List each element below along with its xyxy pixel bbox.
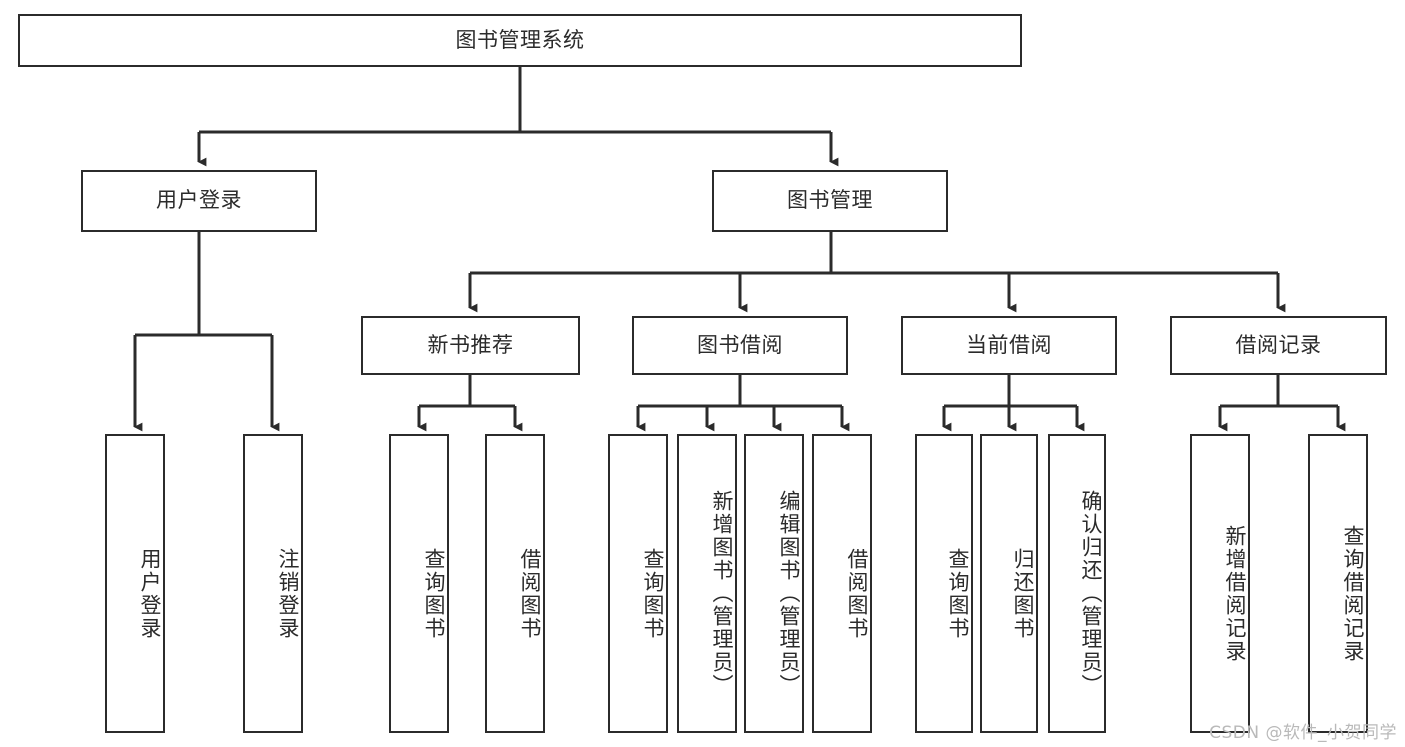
leaf-new-book-query[interactable]: 查询图书 [389, 434, 449, 733]
node-label: 编辑图书（管理员） [777, 490, 801, 697]
node-label: 图书管理系统 [455, 27, 585, 52]
node-new-book-recommend[interactable]: 新书推荐 [361, 316, 580, 375]
node-label: 借阅图书 [845, 547, 869, 640]
node-label: 借阅图书 [518, 547, 542, 640]
node-label: 新增图书（管理员） [710, 490, 734, 697]
leaf-current-borrow-return[interactable]: 归还图书 [980, 434, 1038, 733]
leaf-book-borrow-query[interactable]: 查询图书 [608, 434, 668, 733]
node-label: 新增借阅记录 [1223, 524, 1247, 663]
leaf-book-borrow-add[interactable]: 新增图书（管理员） [677, 434, 737, 733]
leaf-borrow-record-query[interactable]: 查询借阅记录 [1308, 434, 1368, 733]
node-label: 归还图书 [1011, 547, 1035, 640]
leaf-current-borrow-query[interactable]: 查询图书 [915, 434, 973, 733]
leaf-book-borrow-borrow[interactable]: 借阅图书 [812, 434, 872, 733]
node-label: 查询图书 [422, 547, 446, 640]
node-label: 图书管理 [787, 188, 873, 213]
leaf-book-borrow-edit[interactable]: 编辑图书（管理员） [744, 434, 804, 733]
node-label: 用户登录 [138, 547, 162, 640]
leaf-new-book-borrow[interactable]: 借阅图书 [485, 434, 545, 733]
node-label: 查询图书 [946, 547, 970, 640]
leaf-user-login-login[interactable]: 用户登录 [105, 434, 165, 733]
node-user-login[interactable]: 用户登录 [81, 170, 317, 232]
node-root-book-management-system[interactable]: 图书管理系统 [18, 14, 1022, 67]
leaf-current-borrow-confirm-return[interactable]: 确认归还（管理员） [1048, 434, 1106, 733]
csdn-watermark: CSDN @软件_小贺同学 [1209, 723, 1397, 743]
node-borrow-record[interactable]: 借阅记录 [1170, 316, 1387, 375]
leaf-user-login-logout[interactable]: 注销登录 [243, 434, 303, 733]
node-label: 图书借阅 [697, 332, 783, 357]
node-book-management[interactable]: 图书管理 [712, 170, 948, 232]
node-label: 查询借阅记录 [1341, 524, 1365, 663]
node-label: 确认归还（管理员） [1079, 490, 1103, 697]
leaf-borrow-record-add[interactable]: 新增借阅记录 [1190, 434, 1250, 733]
node-label: 借阅记录 [1235, 332, 1322, 357]
node-label: 用户登录 [156, 188, 242, 213]
node-label: 当前借阅 [966, 332, 1052, 357]
node-label: 查询图书 [641, 547, 665, 640]
node-current-borrow[interactable]: 当前借阅 [901, 316, 1117, 375]
node-book-borrow[interactable]: 图书借阅 [632, 316, 848, 375]
node-label: 注销登录 [276, 547, 300, 640]
node-label: 新书推荐 [427, 332, 514, 357]
